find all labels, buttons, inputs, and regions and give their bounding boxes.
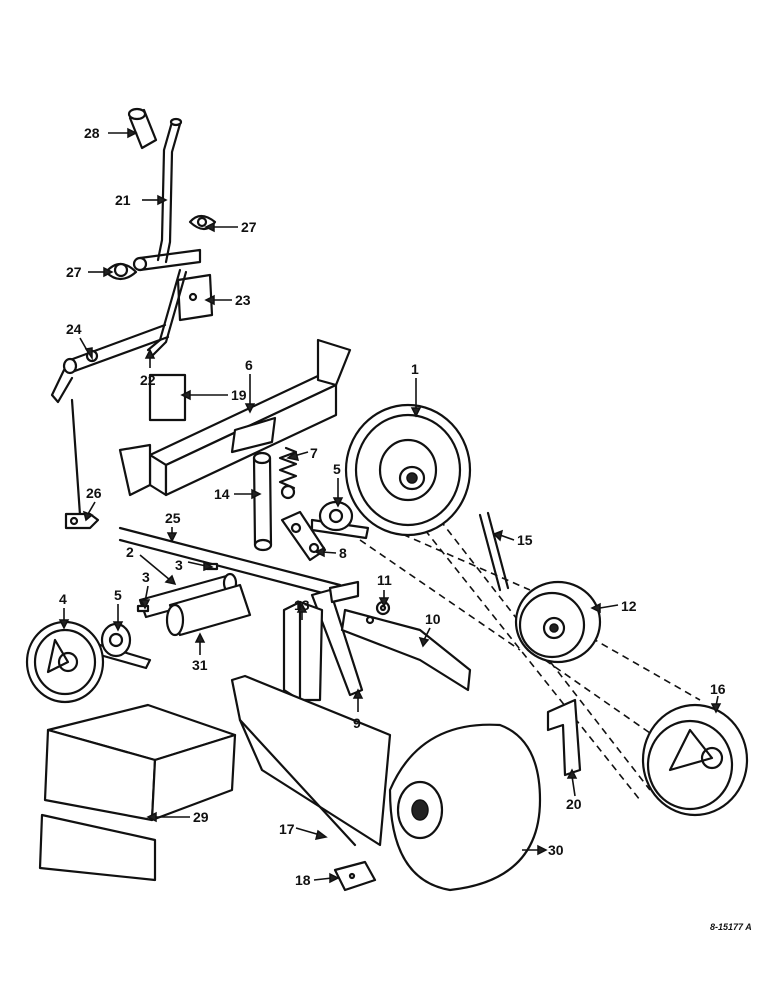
callout-23: 23 [235,292,251,308]
callout-17: 17 [279,821,295,837]
callout-31: 31 [192,657,208,673]
rod-end-part [64,512,100,530]
callout-16: 16 [710,681,726,697]
blower-housing-part [388,723,542,892]
callout-4: 4 [59,591,67,607]
drive-shaft-part [118,526,342,599]
cover-panel-part [38,703,237,882]
callout-6: 6 [245,357,253,373]
pin-part [478,511,510,592]
callout-labels: 28 21 27 27 23 24 22 19 6 7 14 5 1 15 26… [59,125,726,888]
callout-9: 9 [353,715,361,731]
callout-27-left: 27 [66,264,82,280]
callout-1: 1 [411,361,419,377]
pillow-block-bearing-lower [98,622,152,670]
callout-3-upper: 3 [175,557,183,573]
spacer-tube-part [165,583,252,637]
main-frame-part [118,338,352,497]
callout-2: 2 [126,544,134,560]
flange-bearing-left [104,262,138,281]
callout-13: 13 [294,597,310,613]
shift-lever-part [132,117,202,272]
callout-28: 28 [84,125,100,141]
spring-part [278,446,298,500]
handle-grip-part [127,107,158,150]
callout-27-right: 27 [241,219,257,235]
callout-19: 19 [231,387,247,403]
callout-18: 18 [295,872,311,888]
tension-bracket-part [280,510,327,562]
retaining-clip-part [333,860,377,892]
drive-pulley-part [25,620,105,704]
callout-15: 15 [517,532,533,548]
callout-22: 22 [140,372,156,388]
callout-12: 12 [621,598,637,614]
callout-30: 30 [548,842,564,858]
callout-7: 7 [310,445,318,461]
mounting-bracket-part [546,698,582,777]
driven-pulley-part [641,703,749,817]
large-pulley-part [344,403,472,537]
leader-lines [63,132,719,881]
callout-5-upper: 5 [333,461,341,477]
spring-guide-part [252,451,273,552]
angle-bracket-part [282,600,324,702]
callout-24: 24 [66,321,82,337]
callout-29: 29 [193,809,209,825]
callout-3-lower: 3 [142,569,150,585]
support-arm-part [310,580,364,697]
reference-code: 8-15177 A [710,922,752,932]
callout-14: 14 [214,486,230,502]
key-part-lower [136,604,150,613]
belt-shield-part [230,674,392,847]
idler-bracket-part [340,608,472,692]
control-rod [70,398,82,517]
callout-5-lower: 5 [114,587,122,603]
callout-21: 21 [115,192,131,208]
callout-11: 11 [377,572,392,588]
idler-pulley-part [514,580,602,664]
callout-10: 10 [425,611,441,627]
callout-8: 8 [339,545,347,561]
mounting-plate-part [176,273,214,322]
pillow-block-bearing-upper [310,500,370,540]
callout-26: 26 [86,485,102,501]
leader-arrowheads [58,127,722,884]
callout-20: 20 [566,796,582,812]
callout-25: 25 [165,510,181,526]
